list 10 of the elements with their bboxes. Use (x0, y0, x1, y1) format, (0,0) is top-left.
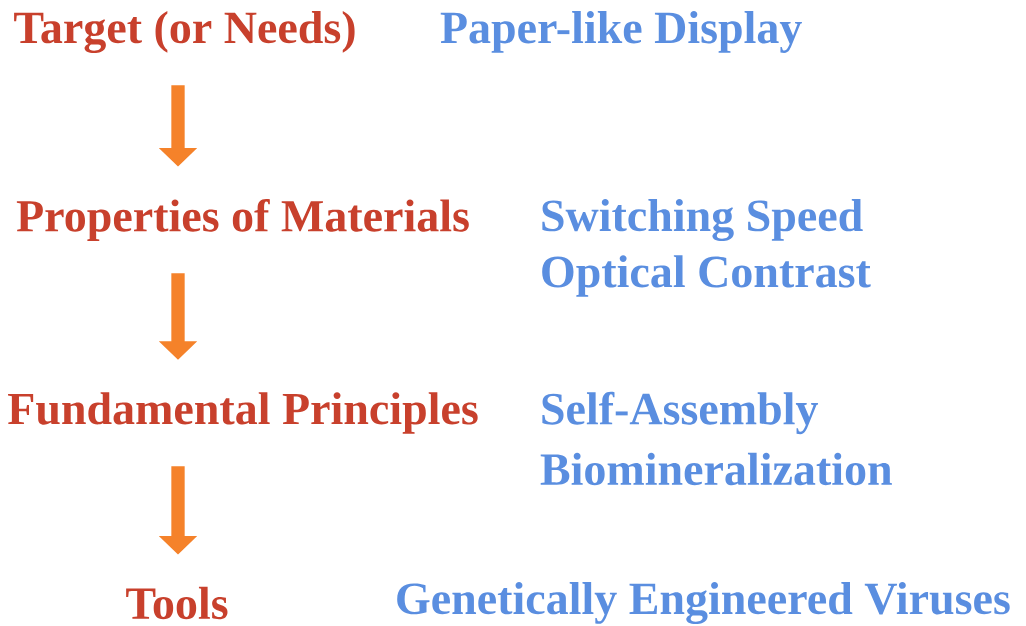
step-text: Tools (126, 586, 228, 620)
step-text: Target (or Needs) (14, 11, 355, 54)
step-text: Fundamental Principles (8, 392, 478, 434)
side-text: Paper-like Display (440, 11, 802, 53)
step-text: Properties of Materials (16, 198, 469, 242)
side-text: Genetically Engineered Viruses (397, 582, 1010, 625)
side-text: Self-Assembly (542, 391, 819, 435)
side-text: Switching Speed (542, 199, 863, 242)
side-text: Optical Contrast (542, 255, 871, 297)
side-text: Biomineralization (540, 452, 892, 486)
